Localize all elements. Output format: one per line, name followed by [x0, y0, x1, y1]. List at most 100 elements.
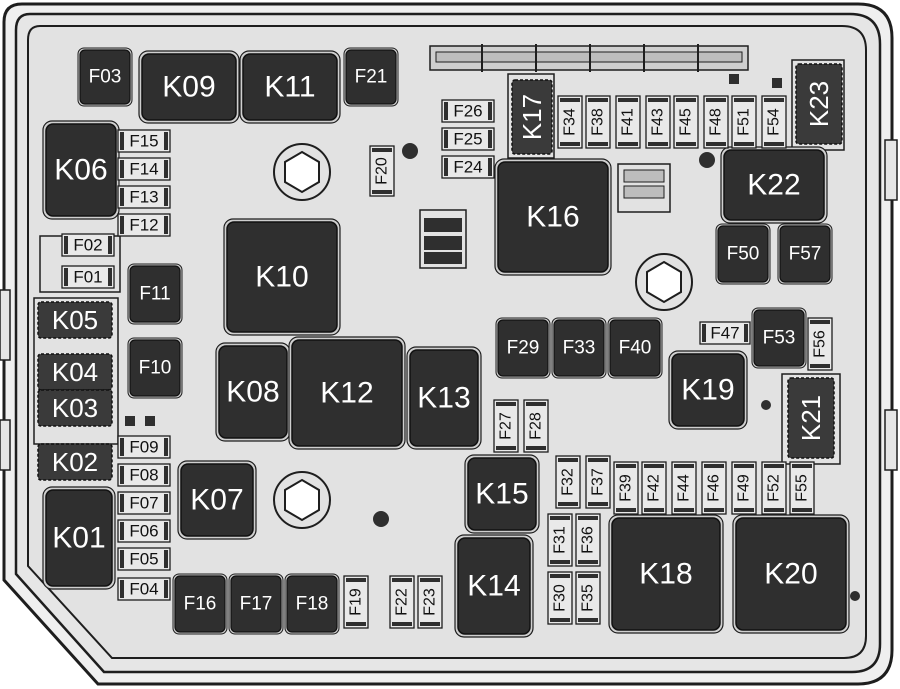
- fuse-f52[interactable]: F52: [761, 461, 787, 515]
- fuse-f35[interactable]: F35: [575, 571, 601, 625]
- fuse-f34[interactable]: F34: [557, 95, 583, 149]
- relay-k15[interactable]: K15: [464, 454, 540, 534]
- relay-k18[interactable]: K18: [608, 514, 724, 634]
- fuse-f39[interactable]: F39: [613, 461, 639, 515]
- fuse-f18[interactable]: F18: [284, 573, 340, 635]
- fuse-body: [703, 95, 729, 149]
- relay-k23[interactable]: K23: [795, 63, 843, 145]
- fuse-f45[interactable]: F45: [673, 95, 699, 149]
- fuse-terminal: [488, 130, 492, 148]
- relay-k12-label: K12: [320, 377, 373, 410]
- fuse-f32[interactable]: F32: [555, 455, 581, 509]
- relay-k05[interactable]: K05: [37, 301, 113, 339]
- fuse-f24[interactable]: F24: [441, 155, 495, 179]
- fuse-f28[interactable]: F28: [523, 399, 549, 453]
- fuse-f08[interactable]: F08: [117, 463, 171, 487]
- fuse-f16[interactable]: F16: [172, 573, 228, 635]
- fuse-f07[interactable]: F07: [117, 491, 171, 515]
- fuse-f11[interactable]: F11: [127, 263, 183, 325]
- fuse-body: [230, 575, 282, 633]
- fuse-f12[interactable]: F12: [117, 213, 171, 237]
- relay-k09[interactable]: K09: [138, 50, 240, 124]
- fuse-f47[interactable]: F47: [699, 321, 751, 345]
- fuse-f25[interactable]: F25: [441, 127, 495, 151]
- relay-k21[interactable]: K21: [787, 377, 835, 459]
- fuse-f31[interactable]: F31: [547, 513, 573, 567]
- fuse-terminal: [578, 516, 598, 520]
- fuse-terminal: [164, 580, 168, 598]
- fuse-f54[interactable]: F54: [761, 95, 787, 149]
- socket-pin: [145, 416, 155, 426]
- locating-hole: [373, 511, 389, 527]
- fuse-f23[interactable]: F23: [417, 575, 443, 629]
- fuse-f53[interactable]: F53: [751, 307, 807, 369]
- relay-k07[interactable]: K07: [177, 460, 257, 540]
- relay-k11[interactable]: K11: [239, 50, 341, 124]
- relay-k02[interactable]: K02: [37, 443, 113, 481]
- fuse-f55[interactable]: F55: [789, 461, 815, 515]
- connector-strip: [429, 44, 782, 88]
- fuse-f50[interactable]: F50: [715, 223, 771, 285]
- relay-k17[interactable]: K17: [511, 79, 553, 155]
- relay-k01[interactable]: K01: [42, 486, 116, 590]
- relay-k10[interactable]: K10: [223, 218, 341, 336]
- fuse-f56[interactable]: F56: [807, 317, 833, 371]
- relay-k03[interactable]: K03: [37, 389, 113, 427]
- relay-k16[interactable]: K16: [494, 158, 612, 276]
- fuse-f26[interactable]: F26: [441, 99, 495, 123]
- fuse-f51[interactable]: F51: [731, 95, 757, 149]
- fuse-f46[interactable]: F46: [701, 461, 727, 515]
- fuse-f41[interactable]: F41: [615, 95, 641, 149]
- fuse-f10[interactable]: F10: [127, 337, 183, 399]
- relay-k17-label: K17: [517, 94, 547, 140]
- fuse-terminal: [764, 508, 784, 512]
- fuse-f01[interactable]: F01: [61, 265, 115, 289]
- fuse-f19[interactable]: F19: [343, 575, 369, 629]
- fuse-body: [61, 233, 115, 257]
- fuse-f02[interactable]: F02: [61, 233, 115, 257]
- fuse-f33[interactable]: F33: [551, 317, 607, 379]
- fuse-f48[interactable]: F48: [703, 95, 729, 149]
- fuse-f29[interactable]: F29: [495, 317, 551, 379]
- fuse-f15[interactable]: F15: [117, 129, 171, 153]
- relay-k14[interactable]: K14: [454, 534, 534, 638]
- fuse-f20[interactable]: F20: [369, 145, 395, 197]
- fuse-f22[interactable]: F22: [389, 575, 415, 629]
- fuse-f44[interactable]: F44: [671, 461, 697, 515]
- fuse-f49[interactable]: F49: [731, 461, 757, 515]
- fuse-f37[interactable]: F37: [585, 455, 611, 509]
- fuse-f38[interactable]: F38: [585, 95, 611, 149]
- fuse-f03[interactable]: F03: [77, 47, 133, 107]
- fuse-f36[interactable]: F36: [575, 513, 601, 567]
- relay-k01-label: K01: [52, 522, 105, 555]
- mounting-bolt: [273, 143, 331, 201]
- fuse-f06[interactable]: F06: [117, 519, 171, 543]
- fuse-f05[interactable]: F05: [117, 547, 171, 571]
- fuse-f45-label: F45: [678, 108, 695, 136]
- fuse-f30[interactable]: F30: [547, 571, 573, 625]
- fuse-f14[interactable]: F14: [117, 157, 171, 181]
- fuse-body: [557, 95, 583, 149]
- fuse-body: [117, 577, 171, 601]
- fuse-f09[interactable]: F09: [117, 435, 171, 459]
- fuse-f27[interactable]: F27: [493, 399, 519, 453]
- relay-k13[interactable]: K13: [406, 346, 482, 450]
- relay-k19[interactable]: K19: [668, 350, 748, 430]
- fuse-terminal: [792, 508, 812, 512]
- fuse-terminal: [444, 102, 448, 120]
- fuse-f13[interactable]: F13: [117, 185, 171, 209]
- relay-k12[interactable]: K12: [288, 336, 406, 450]
- fuse-f56-label: F56: [812, 330, 829, 358]
- fuse-f57[interactable]: F57: [777, 223, 833, 285]
- relay-k04[interactable]: K04: [37, 353, 113, 391]
- fuse-f43[interactable]: F43: [645, 95, 671, 149]
- relay-k20[interactable]: K20: [732, 514, 850, 634]
- fuse-f40[interactable]: F40: [607, 317, 663, 379]
- relay-k22[interactable]: K22: [720, 146, 828, 224]
- fuse-f04[interactable]: F04: [117, 577, 171, 601]
- fuse-f21[interactable]: F21: [343, 47, 399, 107]
- fuse-f42[interactable]: F42: [641, 461, 667, 515]
- relay-k06[interactable]: K06: [42, 120, 120, 220]
- fuse-f17[interactable]: F17: [228, 573, 284, 635]
- relay-k08[interactable]: K08: [215, 342, 291, 442]
